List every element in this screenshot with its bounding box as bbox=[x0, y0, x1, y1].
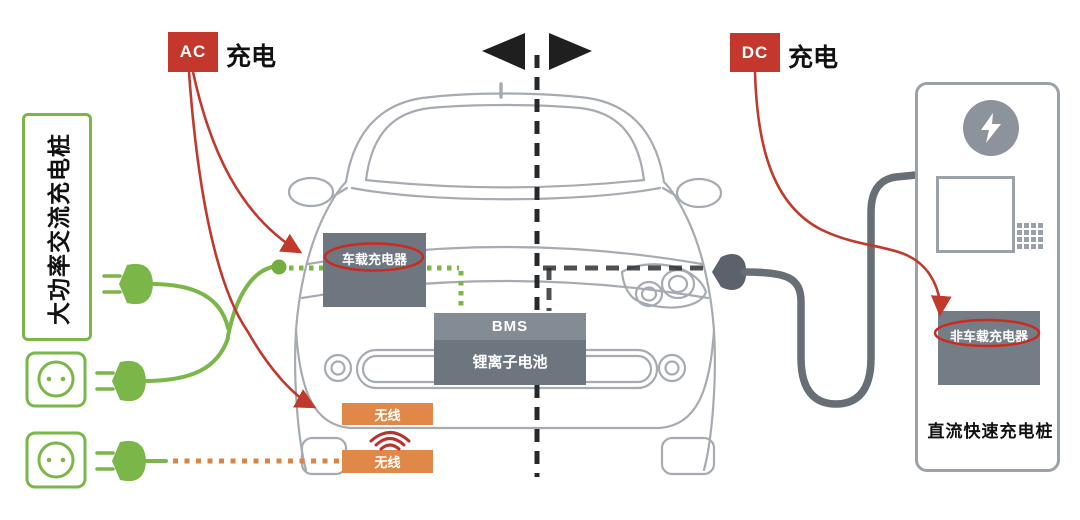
keypad-icon bbox=[1017, 223, 1043, 249]
offboard-charger-label: 非车载充电器 bbox=[949, 329, 1028, 344]
wireless-pad-top: 无线 bbox=[342, 403, 433, 425]
battery-pack-box: BMS 锂离子电池 bbox=[434, 313, 586, 385]
battery-label: 锂离子电池 bbox=[434, 340, 586, 385]
ac-chip-label: AC bbox=[179, 42, 207, 61]
plug-icon bbox=[102, 263, 153, 305]
station-screen bbox=[936, 176, 1015, 253]
ac-charging-label: 充电 bbox=[226, 43, 277, 71]
wireless-pad-bottom-label: 无线 bbox=[374, 455, 401, 470]
outlet-icon bbox=[25, 351, 87, 408]
ac-chip: AC bbox=[168, 32, 218, 72]
ac-pile-label: 大功率交流充电桩 bbox=[46, 133, 72, 325]
plug-icon bbox=[95, 360, 146, 402]
ac-dotted-path bbox=[289, 265, 464, 310]
dc-station: 非车载充电器 直流快速充电桩 bbox=[915, 82, 1060, 472]
dc-port-plug bbox=[712, 253, 747, 291]
ac-pile-box: 大功率交流充电桩 bbox=[22, 113, 92, 341]
onboard-charger-box: 车载充电器 bbox=[323, 233, 426, 307]
dc-chip: DC bbox=[730, 33, 780, 72]
dc-charging-label: 充电 bbox=[788, 44, 839, 72]
dc-chip-label: DC bbox=[741, 42, 769, 62]
left-triangle-icon bbox=[482, 33, 525, 70]
dashed-lines bbox=[534, 55, 710, 477]
plug-icon bbox=[95, 440, 146, 482]
dc-cable bbox=[712, 171, 920, 408]
dc-station-label: 直流快速充电桩 bbox=[927, 422, 1054, 441]
left-and-right-triangle-icons bbox=[482, 33, 592, 70]
ac-wires bbox=[142, 265, 274, 463]
onboard-charger-label: 车载充电器 bbox=[341, 252, 407, 267]
wireless-pad-top-label: 无线 bbox=[374, 407, 401, 423]
lightning-icon bbox=[963, 100, 1019, 156]
charge-port-dot bbox=[271, 259, 287, 275]
bms-label: BMS bbox=[434, 313, 586, 340]
outlet-icon bbox=[25, 431, 87, 489]
offboard-charger-box: 非车载充电器 bbox=[938, 311, 1040, 385]
right-triangle-icon bbox=[549, 33, 592, 70]
wireless-pad-bottom: 无线 bbox=[342, 450, 433, 473]
